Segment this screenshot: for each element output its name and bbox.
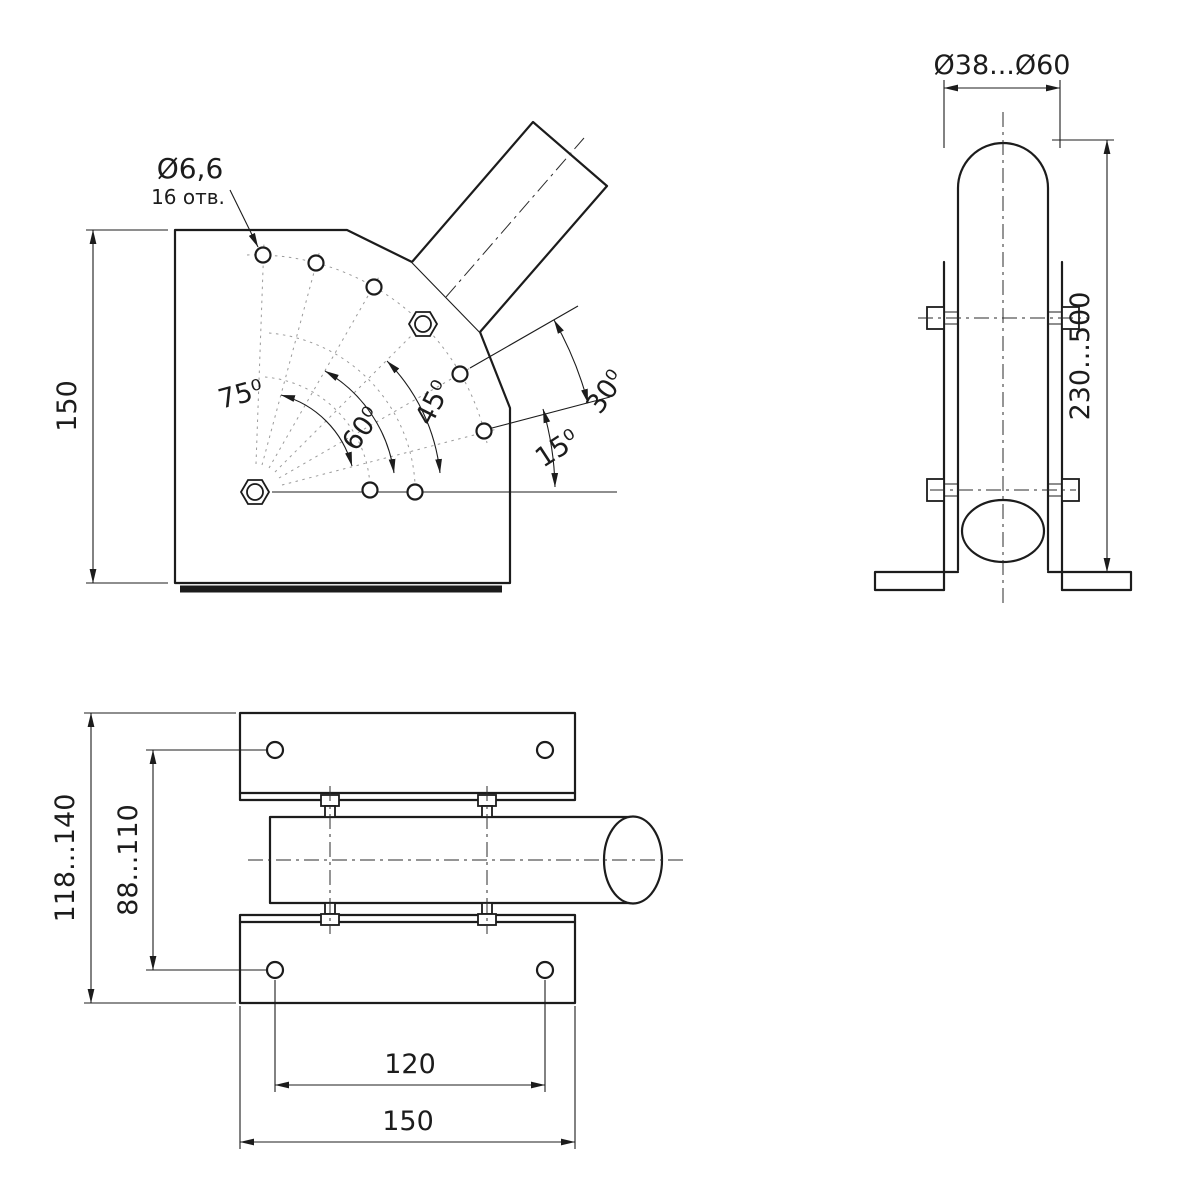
extension-line xyxy=(239,1006,576,1149)
dimension-outer-span: 118...140 xyxy=(50,712,236,1004)
height-dimension-label: 150 xyxy=(52,380,83,432)
outer-span-label: 118...140 xyxy=(50,794,81,923)
bolt-hole xyxy=(406,483,424,501)
diameter-range-label: Ø38...Ø60 xyxy=(934,50,1071,81)
upper-plate xyxy=(238,711,577,802)
bolt-hole xyxy=(535,960,555,980)
base-strip xyxy=(180,585,502,593)
bolt-hole xyxy=(535,740,555,760)
hole-diameter-label: Ø6,6 xyxy=(157,152,224,185)
left-foot xyxy=(873,570,960,592)
dimension-hole-span: 88...110 xyxy=(113,749,266,971)
bolt-hole xyxy=(475,422,493,440)
extension-line xyxy=(943,80,1061,148)
angle-arc-45 xyxy=(386,360,442,474)
tube-centerline xyxy=(445,137,585,298)
dimension-plate-width: 150 xyxy=(239,1006,576,1149)
plate-width-label: 150 xyxy=(382,1106,434,1137)
leader-line xyxy=(229,189,259,248)
angle-arc-30 xyxy=(553,319,589,404)
bolt-hole xyxy=(254,246,272,264)
front-view: Ø6,6 16 отв. 75⁰ 60⁰ 45⁰ 30⁰ 15⁰ 150 xyxy=(52,120,632,593)
extension-line xyxy=(146,749,266,971)
length-range-label: 230...500 xyxy=(1065,292,1096,421)
hole-count-label: 16 отв. xyxy=(151,185,225,209)
hex-bolt-pivot xyxy=(239,479,271,505)
hex-bolt-45 xyxy=(407,311,439,337)
bolt-holes xyxy=(254,246,493,501)
angle-15-label: 15⁰ xyxy=(530,424,585,475)
hole-pitch-label: 120 xyxy=(384,1049,436,1080)
bolt-hole xyxy=(307,254,325,272)
bolt-hole xyxy=(451,365,469,383)
angle-arcs xyxy=(280,319,589,488)
bolt-hole xyxy=(361,481,379,499)
bolt-hole xyxy=(265,960,285,980)
hole-span-label: 88...110 xyxy=(113,804,144,916)
dimension-diameter-range: Ø38...Ø60 xyxy=(934,50,1071,148)
right-foot xyxy=(1046,570,1133,592)
plan-view: 118...140 88...110 120 150 xyxy=(50,711,686,1149)
dimension-length-range: 230...500 xyxy=(1052,139,1114,573)
plate-holes xyxy=(265,740,555,980)
dimension-hole-pitch: 120 xyxy=(274,980,546,1092)
extension-line xyxy=(274,980,546,1092)
angle-arc-15 xyxy=(542,408,559,488)
extension-line xyxy=(86,229,168,584)
bolt-hole xyxy=(365,278,383,296)
bolt-hole xyxy=(265,740,285,760)
lower-plate xyxy=(238,913,577,1005)
side-view: Ø38...Ø60 230...500 xyxy=(873,50,1133,608)
angle-30-label: 30⁰ xyxy=(580,365,631,420)
dimension-150-height: 150 xyxy=(52,229,168,584)
extension-line xyxy=(84,712,236,1004)
